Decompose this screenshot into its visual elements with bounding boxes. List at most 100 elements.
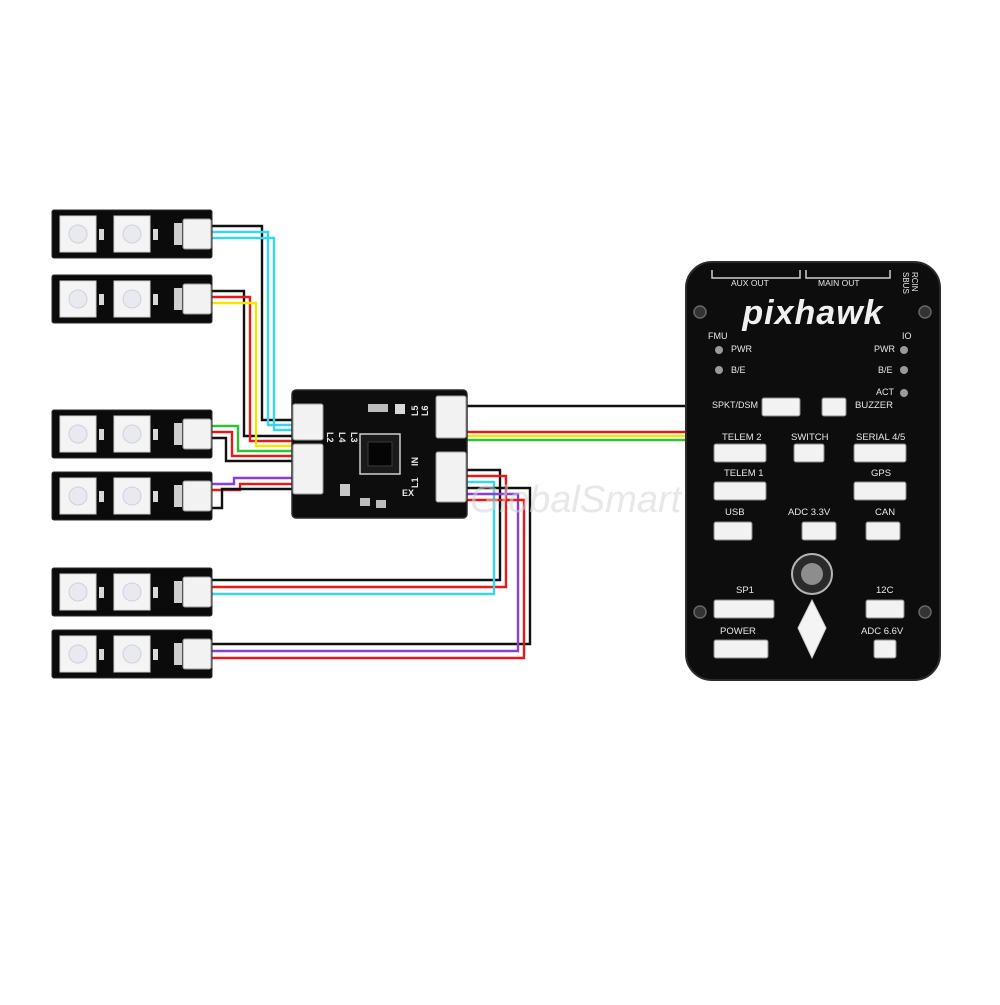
wires xyxy=(210,224,742,660)
port-buzzer[interactable] xyxy=(821,397,847,417)
led-hub-board: L2 L4 L3 L5 L6 L1 IN EX xyxy=(291,389,468,519)
pixhawk-controller: AUX OUT MAIN OUT SBUS RCIN pixhawk FMU P… xyxy=(685,261,941,681)
hub-label-l6: L6 xyxy=(420,405,430,416)
label-usb: USB xyxy=(725,507,745,518)
resistor-icon xyxy=(99,587,104,598)
resistor-icon xyxy=(153,429,158,440)
port-sp1[interactable] xyxy=(713,599,775,619)
wire-bundle-strip-2 xyxy=(210,289,296,448)
port-i2c[interactable] xyxy=(865,599,905,619)
status-led-icon xyxy=(900,346,908,354)
led-lens-icon xyxy=(68,486,88,506)
screw-icon xyxy=(918,305,932,319)
port-adc33[interactable] xyxy=(801,521,837,541)
label-be-right: B/E xyxy=(878,365,893,375)
port-serial45[interactable] xyxy=(853,443,907,463)
resistor-icon xyxy=(153,294,158,305)
led-strip-connector[interactable] xyxy=(182,283,212,315)
label-switch: SWITCH xyxy=(791,432,829,443)
led-lens-icon xyxy=(122,486,142,506)
status-led-icon xyxy=(715,366,723,374)
label-adc66: ADC 6.6V xyxy=(861,626,904,637)
wire-bundle-strip-4 xyxy=(210,476,296,510)
label-sbus: SBUS xyxy=(901,272,910,294)
wire-bundle-strip-3 xyxy=(210,424,296,463)
port-can[interactable] xyxy=(865,521,901,541)
status-led-icon xyxy=(900,389,908,397)
screw-icon xyxy=(918,605,932,619)
watermark: GlobalSmart xyxy=(470,479,683,521)
led-lens-icon xyxy=(68,644,88,664)
pixhawk-case xyxy=(685,261,941,681)
port-telem2[interactable] xyxy=(713,443,767,463)
port-gps[interactable] xyxy=(853,481,907,501)
direction-arrow-icon xyxy=(797,598,827,660)
hub-connector-left-bottom[interactable] xyxy=(292,443,324,495)
led-strip-connector[interactable] xyxy=(182,576,212,608)
hub-label-l3: L3 xyxy=(349,432,359,443)
hub-smd-part xyxy=(376,500,386,508)
port-adc66[interactable] xyxy=(873,639,897,659)
label-gps: GPS xyxy=(871,468,891,479)
port-power[interactable] xyxy=(713,639,769,659)
status-led-icon xyxy=(900,366,908,374)
resistor-icon xyxy=(153,229,158,240)
port-switch[interactable] xyxy=(793,443,825,463)
resistor-icon xyxy=(99,229,104,240)
port-spkt[interactable] xyxy=(761,397,801,417)
resistor-icon xyxy=(99,649,104,660)
pixhawk-logo: pixhawk xyxy=(741,294,884,332)
label-buzzer: BUZZER xyxy=(855,400,893,411)
led-strip-connector[interactable] xyxy=(182,418,212,450)
label-can: CAN xyxy=(875,507,895,518)
hub-connector-left-top[interactable] xyxy=(292,403,324,441)
label-fmu: FMU xyxy=(708,331,728,341)
hub-label-ex: EX xyxy=(402,488,414,498)
led-lens-icon xyxy=(68,289,88,309)
hub-smd-part xyxy=(395,404,405,414)
hub-connector-right-bottom[interactable] xyxy=(435,451,467,503)
screw-icon xyxy=(693,605,707,619)
hub-label-in: IN xyxy=(410,457,420,466)
led-strip-connector[interactable] xyxy=(182,480,212,512)
led-lens-icon xyxy=(122,289,142,309)
led-lens-icon xyxy=(122,224,142,244)
hub-smd-part xyxy=(340,484,350,496)
resistor-icon xyxy=(153,649,158,660)
led-strip-connector[interactable] xyxy=(182,218,212,250)
led-strip xyxy=(51,567,213,617)
led-strip-connector[interactable] xyxy=(182,638,212,670)
solder-pads xyxy=(174,223,182,245)
led-strips xyxy=(51,209,213,679)
solder-pads xyxy=(174,288,182,310)
wire-bundle-strip-1 xyxy=(210,224,296,432)
port-usb[interactable] xyxy=(713,521,753,541)
screw-icon xyxy=(693,305,707,319)
hub-mcu-die xyxy=(367,441,393,467)
led-lens-icon xyxy=(68,424,88,444)
label-act: ACT xyxy=(876,387,895,397)
label-aux-out: AUX OUT xyxy=(731,278,769,288)
led-strip xyxy=(51,629,213,679)
label-io: IO xyxy=(902,331,912,341)
label-pwr-left: PWR xyxy=(731,344,752,354)
status-led-icon xyxy=(715,346,723,354)
hub-connector-right-top[interactable] xyxy=(435,395,467,439)
led-lens-icon xyxy=(68,582,88,602)
label-rcin: RCIN xyxy=(910,272,919,292)
led-strip xyxy=(51,274,213,324)
label-serial45: SERIAL 4/5 xyxy=(856,432,905,443)
resistor-icon xyxy=(153,491,158,502)
label-adc33: ADC 3.3V xyxy=(788,507,831,518)
led-lens-icon xyxy=(122,424,142,444)
label-telem1: TELEM 1 xyxy=(724,468,764,479)
safety-button-light xyxy=(801,563,823,585)
led-strip xyxy=(51,471,213,521)
hub-label-l4: L4 xyxy=(337,432,347,443)
label-telem2: TELEM 2 xyxy=(722,432,762,443)
wire-bundle-strip-6 xyxy=(210,486,532,660)
port-telem1[interactable] xyxy=(713,481,767,501)
label-be-left: B/E xyxy=(731,365,746,375)
